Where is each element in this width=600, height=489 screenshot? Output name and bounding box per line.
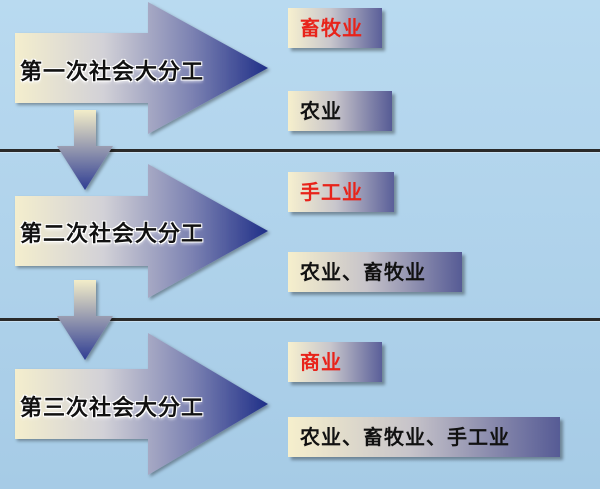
old-sector-label: 农业、畜牧业 [300, 260, 426, 284]
new-sector-box-3: 商业 [288, 342, 382, 382]
section-divider-2 [0, 318, 600, 321]
stage-arrow-1 [15, 2, 268, 134]
down-arrow-2 [57, 280, 113, 360]
old-sector-box-2: 农业、畜牧业 [288, 252, 462, 292]
stage-arrow-2 [15, 164, 268, 298]
new-sector-label: 商业 [300, 350, 342, 374]
old-sector-box-3: 农业、畜牧业、手工业 [288, 417, 560, 457]
down-arrow-1 [57, 110, 113, 190]
new-sector-label: 畜牧业 [300, 16, 363, 40]
stage-arrow-3 [15, 333, 268, 475]
new-sector-box-2: 手工业 [288, 172, 394, 212]
stage-label-3: 第三次社会大分工 [20, 395, 205, 421]
new-sector-box-1: 畜牧业 [288, 8, 382, 48]
section-divider-1 [0, 149, 600, 152]
old-sector-box-1: 农业 [288, 91, 392, 131]
stage-label-1: 第一次社会大分工 [20, 59, 205, 85]
old-sector-label: 农业 [300, 99, 342, 123]
stage-label-2: 第二次社会大分工 [20, 221, 205, 247]
new-sector-label: 手工业 [300, 180, 363, 204]
old-sector-label: 农业、畜牧业、手工业 [300, 425, 510, 449]
